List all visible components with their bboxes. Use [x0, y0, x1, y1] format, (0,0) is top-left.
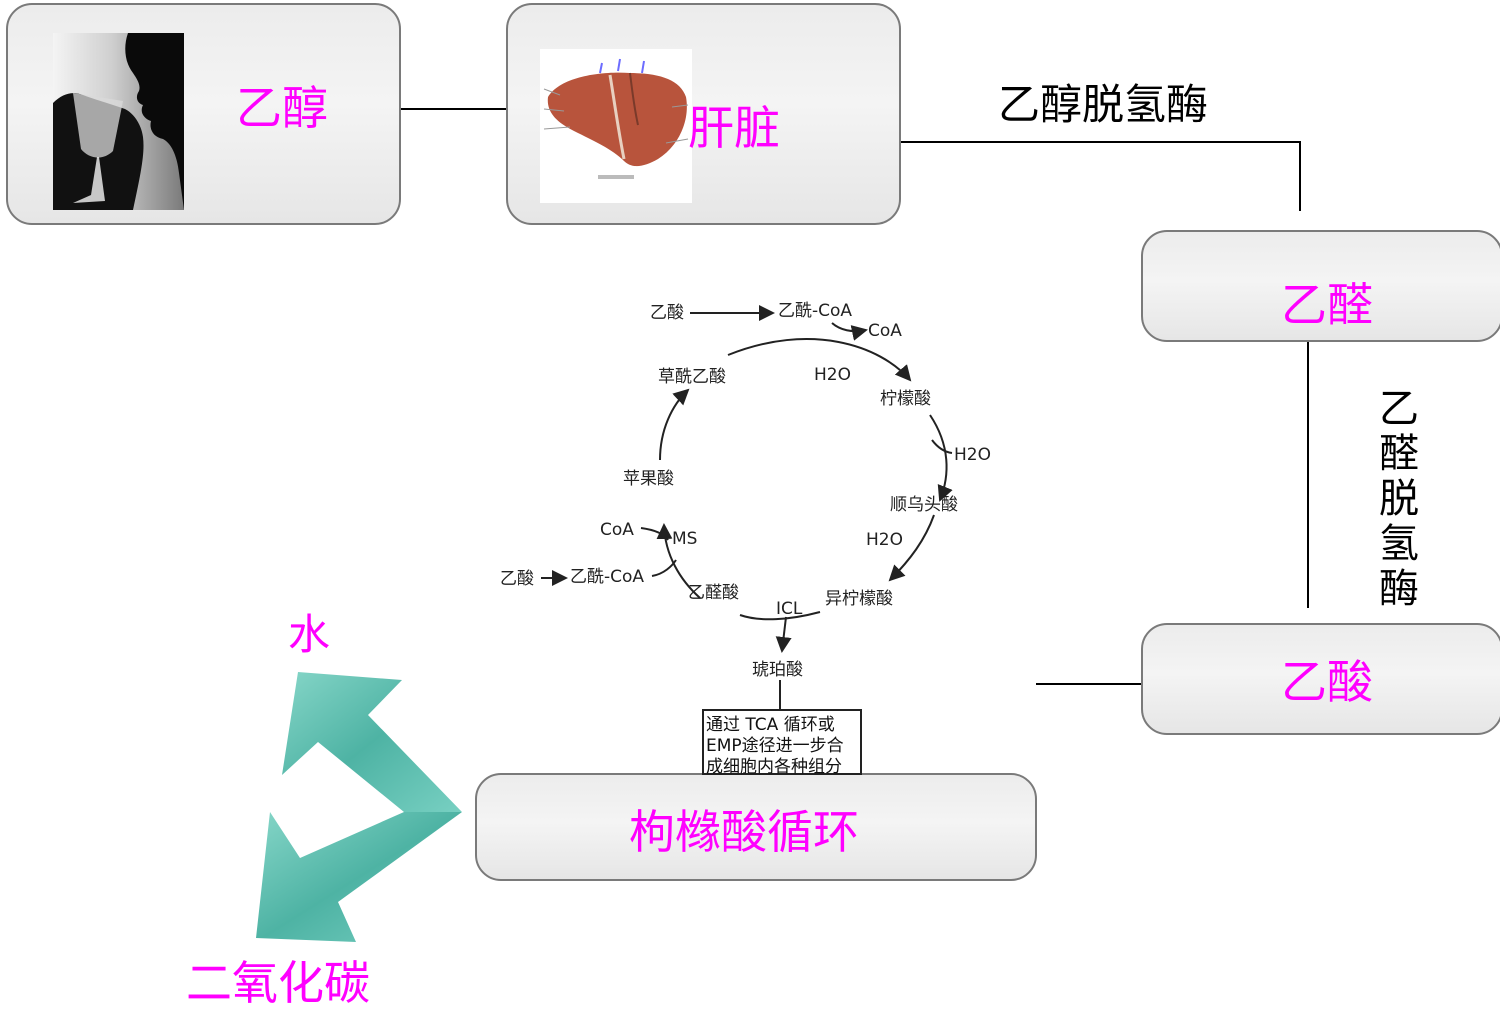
liver-node: 肝脏 [506, 3, 901, 225]
liver-illustration [540, 49, 692, 203]
glyoxylate-cycle-diagram: 乙酸 乙酰-CoA CoA H2O 草酰乙酸 柠檬酸 H2O 苹果酸 顺乌头酸 … [500, 301, 991, 777]
cycle-note-line-3: 成细胞内各种组分 [706, 757, 842, 777]
connector-liver-adh [900, 141, 1301, 143]
connector-acetaldehyde-acetic [1307, 338, 1309, 608]
tca-cycle-node: 枸橼酸循环 [475, 773, 1037, 881]
tca-cycle-label: 枸橼酸循环 [629, 805, 859, 859]
cycle-succinate: 琥珀酸 [752, 660, 803, 680]
cycle-cis-aconitate: 顺乌头酸 [890, 495, 958, 515]
connector-ethanol-liver [400, 108, 508, 110]
acetaldehyde-node: 乙醛 [1141, 230, 1500, 342]
cycle-acetylcoa-top: 乙酰-CoA [778, 301, 852, 321]
acetaldehyde-label: 乙醛 [1281, 278, 1373, 332]
co2-product-label: 二氧化碳 [186, 956, 370, 1010]
cycle-citrate: 柠檬酸 [880, 389, 931, 409]
cycle-acetic-left: 乙酸 [500, 569, 534, 589]
cycle-note-line-1: 通过 TCA 循环或 [706, 715, 835, 735]
cycle-acetylcoa-left: 乙酰-CoA [570, 567, 644, 587]
connector-adh-down [1299, 141, 1301, 211]
cycle-coa-top: CoA [868, 321, 902, 341]
water-product-label: 水 [288, 610, 331, 659]
cycle-oxaloacetate: 草酰乙酸 [658, 367, 726, 387]
cycle-note-line-2: EMP途径进一步合 [706, 736, 844, 756]
cycle-h2o-3: H2O [866, 530, 903, 550]
cycle-acetic-top: 乙酸 [650, 303, 684, 323]
cycle-icl: ICL [776, 599, 803, 619]
acetic-acid-label: 乙酸 [1281, 655, 1373, 709]
drinking-silhouette-image [53, 33, 184, 210]
cycle-ms: MS [672, 529, 697, 549]
products-split-arrow [256, 672, 462, 942]
cycle-glyoxylate: 乙醛酸 [688, 583, 739, 603]
cycle-h2o-1: H2O [814, 365, 851, 385]
acetic-acid-node: 乙酸 [1141, 623, 1500, 735]
cycle-coa-left: CoA [600, 520, 634, 540]
ethanol-node: 乙醇 [6, 3, 401, 225]
cycle-h2o-2: H2O [954, 445, 991, 465]
cycle-isocitrate: 异柠檬酸 [825, 589, 893, 609]
cycle-malate: 苹果酸 [623, 469, 674, 489]
connector-acetic-cycle [1036, 683, 1142, 685]
adh-enzyme-label: 乙醇脱氢酶 [998, 80, 1209, 129]
ethanol-label: 乙醇 [236, 81, 328, 135]
liver-label: 肝脏 [688, 101, 780, 155]
aldh-enzyme-label: 乙醛脱氢酶 [1379, 386, 1419, 612]
